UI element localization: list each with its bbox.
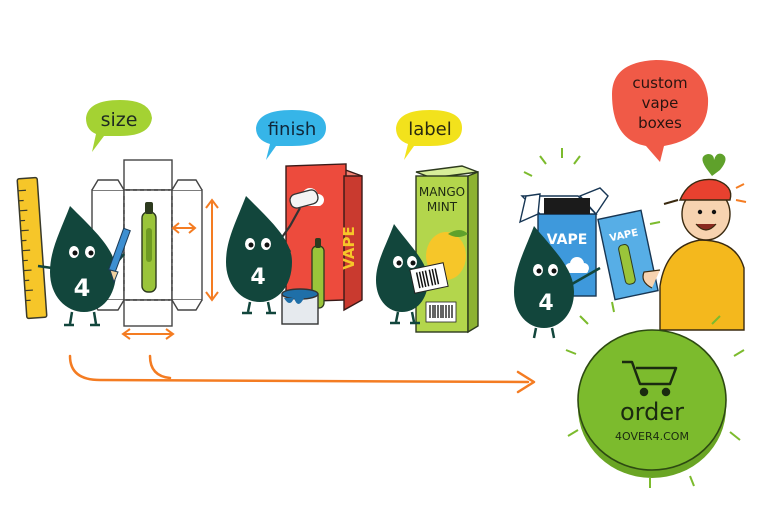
label-bubble-text: label bbox=[408, 119, 452, 140]
flow-arrow bbox=[68, 354, 536, 394]
mascot-finish: 4 bbox=[226, 196, 292, 315]
mascot-size: 4 bbox=[37, 206, 125, 327]
paint-roller-icon bbox=[279, 189, 319, 241]
dimension-arrows bbox=[121, 198, 219, 340]
finish-bubble: finish bbox=[256, 110, 326, 160]
label-scene: label MANGO MINT bbox=[376, 110, 479, 334]
custom-bubble-line1: custom bbox=[632, 74, 687, 92]
finish-scene: finish VAPE 4 bbox=[226, 110, 363, 325]
vape-pen-icon bbox=[141, 202, 157, 293]
ruler-icon bbox=[16, 176, 48, 320]
custom-vape-boxes-bubble: custom vape boxes bbox=[612, 60, 709, 162]
green-box-line1: MANGO bbox=[419, 185, 465, 199]
heart-icon bbox=[702, 153, 726, 176]
pencil-icon bbox=[108, 227, 131, 284]
mascot-number: 4 bbox=[538, 291, 553, 316]
mascot-number: 4 bbox=[250, 265, 265, 290]
cart-icon bbox=[622, 360, 678, 397]
green-box-line2: MINT bbox=[427, 200, 458, 214]
finish-bubble-text: finish bbox=[268, 119, 317, 140]
blue-box-text: VAPE bbox=[547, 232, 588, 248]
mascot-number: 4 bbox=[74, 274, 91, 302]
green-mango-mint-box: MANGO MINT bbox=[415, 165, 479, 334]
mascot-delivery: 4 bbox=[514, 226, 601, 339]
size-bubble-text: size bbox=[101, 109, 138, 131]
order-label[interactable]: order bbox=[620, 398, 684, 426]
sparkle-lines bbox=[523, 148, 661, 225]
paint-can-icon bbox=[281, 288, 319, 325]
red-box-text: VAPE bbox=[340, 226, 358, 269]
order-button[interactable]: order 4OVER4.COM bbox=[565, 301, 745, 488]
delivery-scene: VAPE 4 VAPE bbox=[514, 60, 747, 339]
size-bubble: size bbox=[86, 100, 152, 152]
label-bubble: label bbox=[396, 110, 462, 160]
customer-person bbox=[642, 178, 745, 331]
order-url[interactable]: 4OVER4.COM bbox=[615, 430, 689, 443]
barcode-icon bbox=[409, 262, 449, 294]
custom-bubble-line2: vape bbox=[642, 94, 679, 112]
order-sparkles bbox=[565, 301, 745, 488]
heart-sparkles bbox=[735, 183, 747, 203]
barcode-icon bbox=[425, 301, 457, 323]
custom-bubble-line3: boxes bbox=[638, 114, 682, 132]
size-scene: size bbox=[16, 100, 219, 340]
